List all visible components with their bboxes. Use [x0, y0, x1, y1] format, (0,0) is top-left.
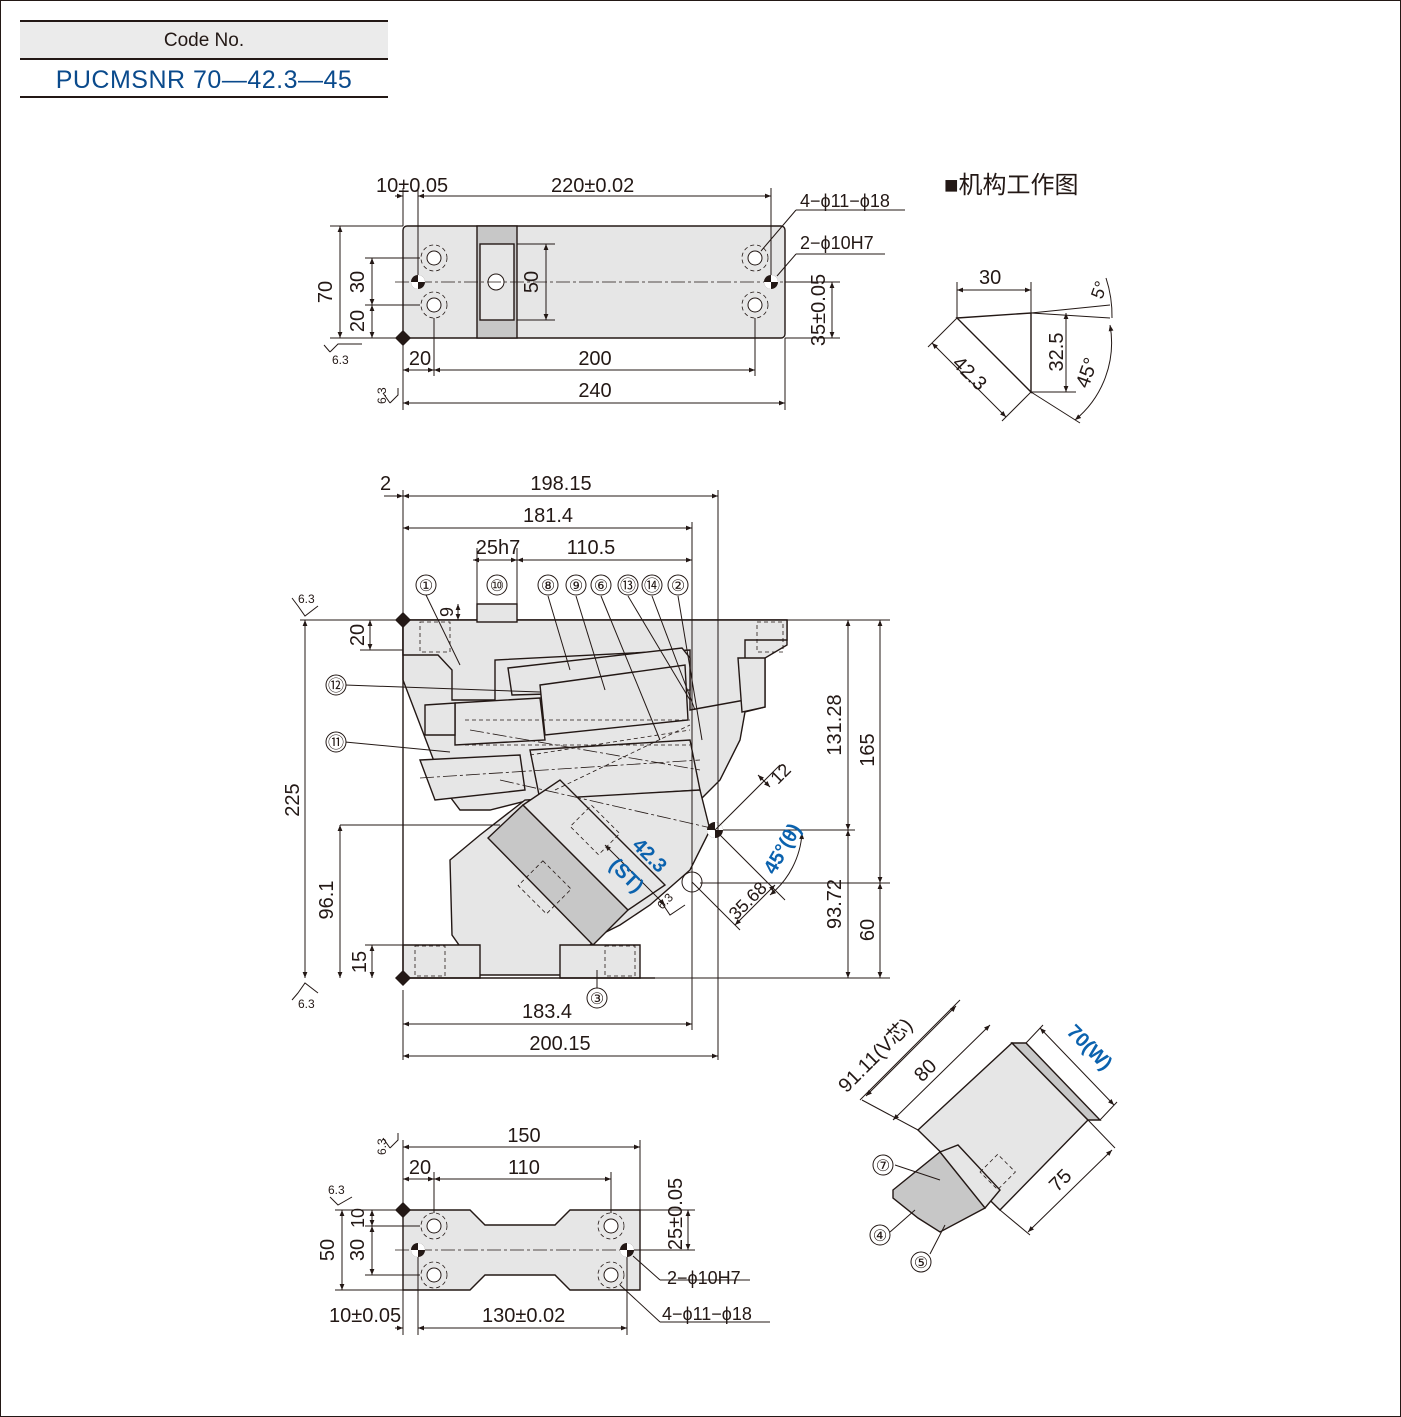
top-roughness-2: 6.3	[375, 387, 389, 404]
key-10	[476, 603, 518, 623]
front-dim-pivot-gap: 12	[767, 760, 795, 788]
top-view: 10±0.05 220±0.02 70 30 20 50 35±0.05 20 …	[315, 175, 905, 410]
bottom-dim-pin-offset: 10±0.05	[329, 1305, 401, 1327]
top-dim-hole-pitch: 30	[347, 271, 369, 293]
bottom-dim-hole-offset: 20	[409, 1157, 431, 1179]
bottom-dim-hole-span: 110	[508, 1157, 540, 1179]
part-2: ②	[671, 578, 685, 595]
part-1: ①	[419, 578, 433, 595]
bottom-dim-hole-pitch: 30	[347, 1239, 369, 1261]
mechanism-dim-angle-small: 5°	[1087, 278, 1112, 301]
top-dim-width: 70	[315, 281, 337, 303]
front-dim-lower-height: 60	[857, 919, 879, 941]
part-8: ⑧	[541, 578, 555, 595]
front-dim-pivot-bottom: 93.72	[824, 879, 846, 929]
front-dim-offset: 2	[380, 473, 391, 495]
bottom-roughness-1: 6.3	[375, 1138, 389, 1155]
part-5: ⑤	[914, 1255, 928, 1272]
part-9: ⑨	[569, 578, 583, 595]
top-dim-pin-span: 220±0.02	[551, 175, 634, 197]
bottom-roughness-symbols	[329, 1133, 411, 1218]
bottom-dim-pin-span: 130±0.02	[482, 1305, 565, 1327]
code-value: PUCMSNR 70—42.3—45	[20, 60, 388, 98]
detail-dim-length: 80	[910, 1055, 941, 1086]
top-dim-hole-span: 200	[578, 348, 611, 370]
top-dim-length: 240	[578, 380, 611, 402]
part-10: ⑩	[490, 578, 504, 595]
top-dim-hole-edge: 20	[347, 310, 369, 332]
top-callout-bolt-holes: 4−ϕ11−ϕ18	[800, 191, 890, 211]
part-3: ③	[590, 991, 604, 1008]
top-callout-dowel-holes: 2−ϕ10H7	[800, 233, 874, 253]
mechanism-diagram: ■机构工作图 30 5° 32.5 45° 42.3	[927, 172, 1114, 424]
front-roughness-symbols	[291, 597, 686, 1001]
front-part-numbers	[325, 574, 689, 1009]
mechanism-dim-width: 30	[979, 267, 1001, 289]
front-dim-pivot-offset: 35.68	[725, 878, 771, 924]
bottom-dowel-pins	[411, 1243, 634, 1257]
front-dim-overall-top: 198.15	[530, 473, 591, 495]
top-dim-offset: 10±0.05	[376, 175, 448, 197]
top-dim-hole-offset: 20	[409, 348, 431, 370]
bottom-roughness-2: 6.3	[328, 1183, 345, 1197]
detail-view: 91.11(V芯) 80 75 70(W) ⑦ ④ ⑤	[834, 999, 1118, 1273]
front-roughness-top: 6.3	[298, 592, 315, 606]
front-dim-overall-bottom: 200.15	[529, 1033, 590, 1055]
front-dim-upper-height: 165	[857, 733, 879, 766]
front-roughness-bottom: 6.3	[298, 997, 315, 1011]
width-w-label: 70(W)	[1062, 1021, 1116, 1075]
part-14: ⑭	[644, 577, 660, 595]
bottom-dim-hole-edge: 10	[348, 1208, 368, 1228]
front-view: 2 198.15 181.4 25h7 110.5 9 20 131.28 16…	[282, 473, 890, 1060]
top-bolt-holes	[420, 244, 769, 319]
front-dim-punch-height: 96.1	[316, 881, 338, 920]
code-number-box: Code No. PUCMSNR 70—42.3—45	[20, 20, 388, 98]
part-6: ⑥	[594, 578, 608, 595]
detail-dim-depth: 75	[1045, 1165, 1076, 1196]
bottom-dim-width: 50	[317, 1239, 339, 1261]
top-dim-key-length: 50	[521, 271, 543, 293]
mechanism-title: ■机构工作图	[944, 172, 1079, 199]
part-11: ⑪	[328, 734, 344, 752]
base-block-left	[402, 944, 481, 979]
top-dim-pin-height: 35±0.05	[808, 274, 830, 346]
mechanism-dim-stroke: 42.3	[948, 352, 991, 395]
front-dim-holder-length: 181.4	[523, 505, 573, 527]
bottom-callout-bolt-holes: 4−ϕ11−ϕ18	[662, 1304, 752, 1324]
bottom-callout-dowel-holes: 2−ϕ10H7	[667, 1268, 741, 1288]
front-dim-base-length: 183.4	[522, 1001, 572, 1023]
part-12: ⑫	[328, 677, 344, 695]
mechanism-dim-height: 32.5	[1046, 333, 1068, 372]
part-13: ⑬	[620, 577, 636, 595]
front-dim-overall-height: 225	[282, 783, 304, 816]
base-block-3	[559, 944, 641, 979]
top-dowel-pins	[411, 275, 778, 289]
bottom-dim-pin-height: 25±0.05	[665, 1178, 687, 1250]
mechanism-dim-angle: 45°	[1072, 355, 1103, 391]
front-dim-base-thickness: 15	[349, 951, 371, 973]
bottom-bolt-holes	[420, 1212, 625, 1289]
bottom-view: 150 20 110 50 30 10 25±0.05 10±0.05 130±…	[317, 1125, 770, 1335]
detail-part-numbers	[869, 1154, 932, 1273]
part-4: ④	[873, 1228, 887, 1245]
front-dim-key-height: 9	[437, 607, 457, 617]
part-7: ⑦	[876, 1158, 890, 1175]
code-label: Code No.	[20, 20, 388, 60]
front-dim-top-thickness: 20	[347, 624, 369, 646]
front-dim-pivot-top: 131.28	[824, 694, 846, 755]
top-roughness-symbols	[323, 330, 411, 404]
top-roughness-1: 6.3	[332, 353, 349, 367]
bolt-11	[424, 702, 456, 736]
front-dim-key-offset: 110.5	[567, 537, 616, 559]
bottom-dim-length: 150	[507, 1125, 540, 1147]
front-dim-key-width: 25h7	[476, 537, 521, 559]
